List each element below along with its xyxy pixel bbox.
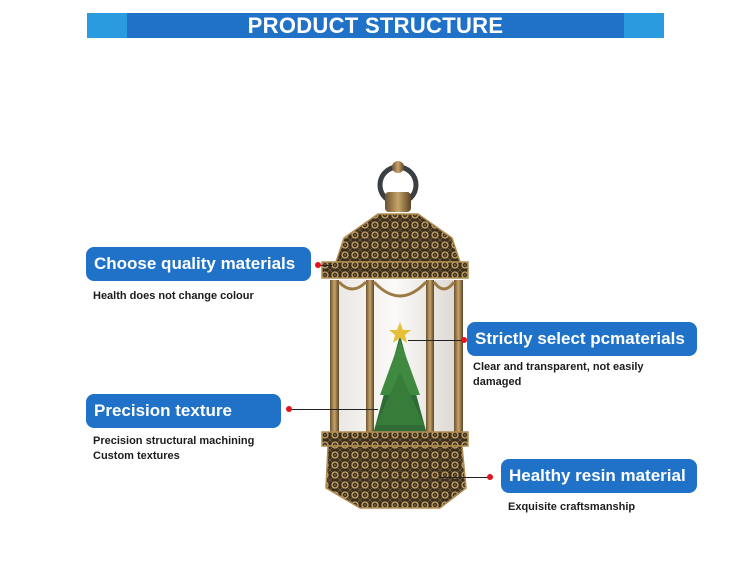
callout-description-line: Custom textures <box>93 450 180 462</box>
callout-description-line: Precision structural machining <box>93 435 255 447</box>
callout-dot <box>487 474 493 480</box>
callout-connector <box>290 409 378 410</box>
callout-connector <box>320 265 332 266</box>
callout-resin-material: Healthy resin material <box>501 459 697 493</box>
page-title: PRODUCT STRUCTURE <box>127 13 624 38</box>
lantern-finial-knob <box>392 161 404 173</box>
callout-description: Clear and transparent, not easily damage… <box>473 360 644 390</box>
lantern-base-rim <box>321 431 469 447</box>
callout-description-line: Clear and transparent, not easily <box>473 361 644 373</box>
callout-description: Exquisite craftsmanship <box>508 501 636 513</box>
banner-right-accent <box>624 13 664 38</box>
callout-pc-materials: Strictly select pcmaterials <box>467 322 697 356</box>
tree-star <box>389 322 411 343</box>
callout-connector <box>408 340 462 341</box>
callout-description-line: damaged <box>473 376 522 388</box>
callout-description: Health does not change colour <box>93 290 254 302</box>
callout-precision-texture: Precision texture <box>86 394 281 428</box>
lantern-finial <box>385 192 411 212</box>
lantern-dome <box>334 213 462 263</box>
callout-quality-materials: Choose quality materials <box>86 247 311 281</box>
banner-left-accent <box>87 13 127 38</box>
callout-connector <box>440 477 490 478</box>
lantern-top-rim <box>321 261 469 279</box>
callout-description: Precision structural machining Custom te… <box>93 434 254 464</box>
callout-dot <box>315 262 321 268</box>
callout-dot <box>461 337 467 343</box>
lantern-base <box>325 445 467 509</box>
header-banner: PRODUCT STRUCTURE <box>87 13 664 38</box>
callout-dot <box>286 406 292 412</box>
